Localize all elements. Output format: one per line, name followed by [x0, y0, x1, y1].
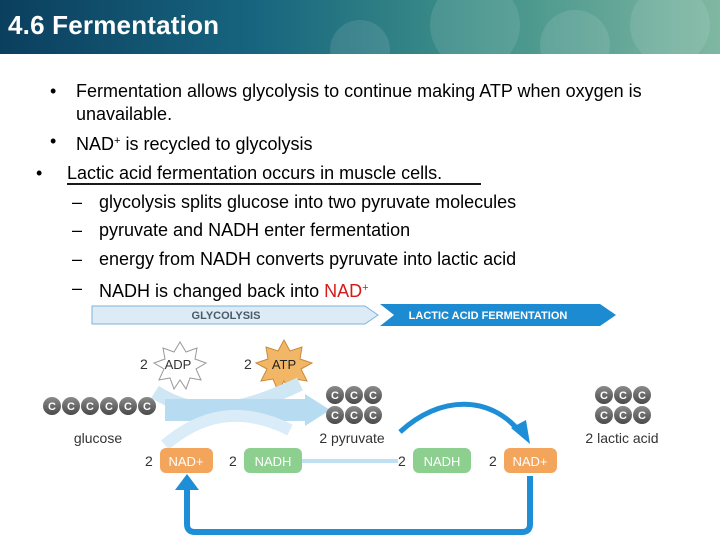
carbon-atom: C [595, 386, 613, 404]
arrow-pyruvate-to-lactic [398, 401, 522, 434]
lactic-acid-label: 2 lactic acid [585, 430, 658, 446]
nadh-left: 2 NADH [229, 448, 302, 473]
arrow-nad-return [161, 409, 293, 450]
arrow-head [305, 394, 330, 426]
page-title: 4.6 Fermentation [8, 10, 220, 40]
pyruvate-label: 2 pyruvate [319, 430, 385, 446]
carbon-atom: C [119, 397, 137, 415]
underlined-text: Lactic acid fermentation occurs in muscl… [67, 163, 438, 183]
adp-group: 2 ADP [140, 341, 208, 391]
atp-count: 2 [244, 356, 252, 372]
bullet-marker: • [50, 81, 57, 101]
carbon-label: C [105, 401, 113, 413]
svg-text:NADH: NADH [424, 454, 461, 469]
banner-glycolysis-label: GLYCOLYSIS [192, 310, 261, 322]
adp-label: ADP [165, 357, 192, 372]
arrow-nad-recycle [184, 476, 533, 535]
bullet-nad-recycled: NAD+ is recycled to glycolysis [76, 134, 313, 154]
nad-right: 2 NAD+ [489, 448, 557, 473]
glucose-label: glucose [74, 430, 122, 446]
banner-glycolysis: GLYCOLYSIS [91, 305, 379, 325]
sub-bullet: pyruvate and NADH enter fermentation [99, 220, 411, 240]
carbon-label: C [600, 390, 608, 402]
carbon-label: C [369, 410, 377, 422]
carbon-label: C [331, 390, 339, 402]
carbon-atom: C [138, 397, 156, 415]
bullet-text: Fermentation allows glycolysis to contin… [76, 81, 642, 101]
nadh-right: 2 NADH [398, 448, 471, 473]
carbon-atom: C [614, 386, 632, 404]
carbon-atom: C [43, 397, 61, 415]
carbon-atom: C [345, 386, 363, 404]
dash-marker: – [72, 278, 83, 298]
atp-starburst-icon [254, 338, 314, 393]
carbon-label: C [67, 401, 75, 413]
underline-stroke [67, 183, 481, 185]
svg-text:NADH: NADH [255, 454, 292, 469]
svg-text:2: 2 [489, 453, 497, 469]
carbon-atom: C [595, 406, 613, 424]
title-bar: 4.6 Fermentation [0, 0, 720, 54]
dash-marker: – [72, 192, 83, 212]
bullet-text-continued: unavailable. [76, 104, 173, 124]
carbon-atom: C [62, 397, 80, 415]
carbon-label: C [619, 410, 627, 422]
sub-bullet: energy from NADH converts pyruvate into … [99, 249, 517, 269]
svg-text:NAD+: NAD+ [512, 454, 547, 469]
nad-left: 2 NAD+ [145, 448, 213, 473]
bullet-marker: • [36, 163, 43, 183]
carbon-label: C [350, 410, 358, 422]
carbon-label: C [48, 401, 56, 413]
carbon-label: C [124, 401, 132, 413]
main-bullet: Lactic acid fermentation occurs in muscl… [67, 163, 443, 183]
carbon-label: C [350, 390, 358, 402]
banner-fermentation-label: LACTIC ACID FERMENTATION [409, 310, 568, 322]
dash-marker: – [72, 220, 83, 240]
carbon-label: C [86, 401, 94, 413]
svg-text:2: 2 [229, 453, 237, 469]
sub-bullet: glycolysis splits glucose into two pyruv… [99, 192, 517, 212]
carbon-atom: C [364, 386, 382, 404]
adp-starburst-icon [152, 341, 208, 391]
sub-bullet-nad: NADH is changed back into NAD+ [99, 281, 369, 301]
svg-text:2: 2 [145, 453, 153, 469]
carbon-label: C [369, 390, 377, 402]
atp-label: ATP [272, 357, 296, 372]
carbon-atom: C [326, 386, 344, 404]
carbon-atom: C [364, 406, 382, 424]
carbon-label: C [600, 410, 608, 422]
bullet-marker: • [50, 131, 57, 151]
svg-text:2: 2 [398, 453, 406, 469]
arrow-head [175, 474, 199, 490]
svg-text:NAD+: NAD+ [168, 454, 203, 469]
carbon-label: C [638, 390, 646, 402]
carbon-atom: C [633, 406, 651, 424]
atp-group: 2 ATP [244, 338, 314, 393]
carbon-label: C [331, 410, 339, 422]
carbon-label: C [619, 390, 627, 402]
banner-fermentation: LACTIC ACID FERMENTATION [380, 304, 616, 326]
adp-count: 2 [140, 356, 148, 372]
carbon-atom: C [100, 397, 118, 415]
carbon-atom: C [614, 406, 632, 424]
carbon-label: C [143, 401, 151, 413]
carbon-atom: C [633, 386, 651, 404]
carbon-atom: C [345, 406, 363, 424]
carbon-atom: C [81, 397, 99, 415]
carbon-atom: C [326, 406, 344, 424]
arrow-head [511, 420, 530, 444]
carbon-label: C [638, 410, 646, 422]
dash-marker: – [72, 249, 83, 269]
